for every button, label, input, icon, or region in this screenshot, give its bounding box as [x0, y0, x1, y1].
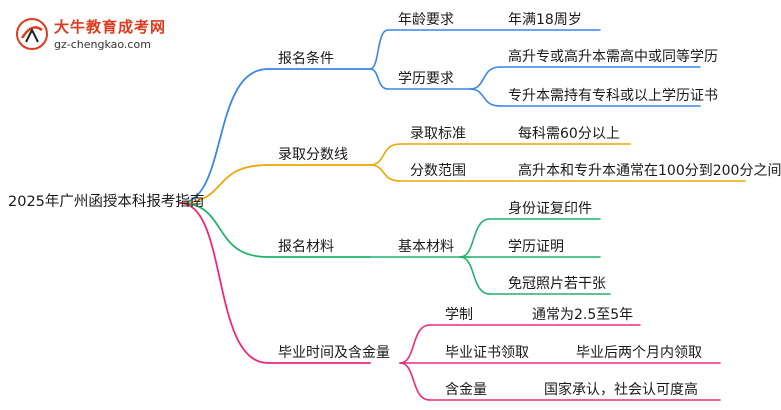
branch-node: 报名材料 [278, 239, 334, 255]
sub-to-leaf-link [469, 66, 501, 90]
branch-to-sub-link [369, 164, 401, 182]
sub-to-leaf-link [459, 218, 491, 258]
branch-node: 报名条件 [278, 51, 334, 67]
sub-node: 录取标准 [410, 126, 466, 142]
sub-node: 学历要求 [398, 71, 454, 87]
leaf-node: 年满18周岁 [508, 12, 582, 28]
root-to-branch-link [179, 202, 269, 364]
branch-to-sub-link [369, 68, 389, 90]
logo-url: gz-chengkao.com [54, 38, 151, 51]
leaf-node: 国家承认，社会认可度高 [544, 382, 698, 398]
branch-to-sub-link [399, 324, 431, 364]
logo-mark-icon [16, 18, 48, 50]
leaf-node: 身份证复印件 [508, 201, 592, 217]
root-node: 2025年广州函授本科报考指南 [8, 194, 205, 210]
leaf-node: 每科需60分以上 [518, 126, 620, 142]
branch-node: 录取分数线 [278, 147, 348, 163]
sub-node: 学制 [445, 307, 473, 323]
leaf-node: 高升专或高升本需高中或同等学历 [508, 49, 718, 65]
sub-to-leaf-link [459, 256, 491, 295]
branch-to-sub-link [369, 29, 389, 70]
sub-node: 含金量 [445, 382, 487, 398]
leaf-node: 专升本需持有专科或以上学历证书 [508, 88, 718, 104]
leaf-node: 免冠照片若干张 [508, 276, 606, 292]
mind-map-links [179, 29, 746, 401]
sub-to-leaf-link [469, 88, 501, 107]
sub-node: 分数范围 [410, 163, 466, 179]
site-logo: 大牛教育成考网 gz-chengkao.com [14, 12, 204, 58]
branch-to-sub-link [369, 143, 401, 166]
root-to-branch-link [179, 164, 269, 204]
branch-to-sub-link [399, 362, 431, 401]
root-to-branch-link [179, 68, 269, 204]
branch-node: 毕业时间及含金量 [278, 345, 390, 361]
logo-title: 大牛教育成考网 [54, 18, 167, 36]
sub-node: 基本材料 [398, 239, 454, 255]
leaf-node: 毕业后两个月内领取 [576, 345, 702, 361]
leaf-node: 高升本和专升本通常在100分到200分之间 [518, 163, 781, 179]
leaf-node: 学历证明 [508, 239, 564, 255]
leaf-node: 通常为2.5至5年 [532, 307, 634, 323]
root-to-branch-link [179, 202, 269, 258]
sub-node: 年龄要求 [398, 12, 454, 28]
mind-map: 2025年广州函授本科报考指南 报名条件 年龄要求 年满18周岁 学历要求 高升… [8, 12, 781, 401]
sub-node: 毕业证书领取 [445, 345, 529, 361]
